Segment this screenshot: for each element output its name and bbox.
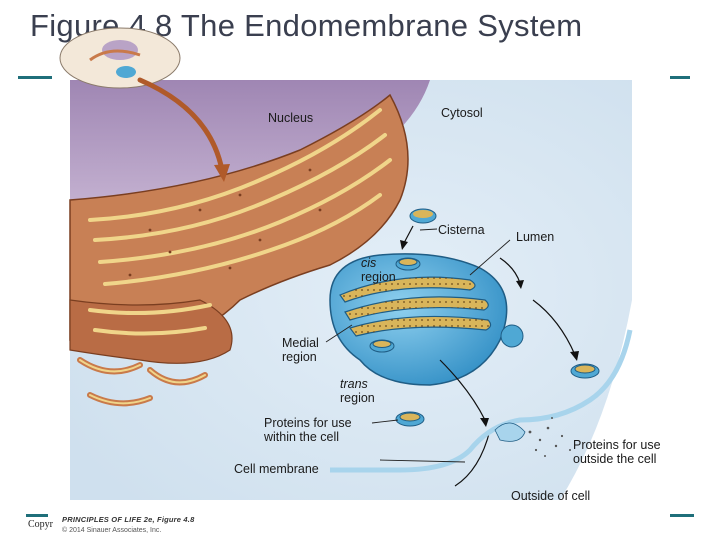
label-cytosol: Cytosol <box>441 106 483 120</box>
label-cis-region: cis region <box>361 256 396 284</box>
label-proteins-within: Proteins for use within the cell <box>264 416 352 444</box>
label-medial-region: Medial region <box>282 336 319 364</box>
label-trans: trans <box>340 377 368 391</box>
golgi-apparatus <box>329 253 524 386</box>
golgi-vesicles <box>369 257 600 427</box>
cell-inset <box>59 27 181 89</box>
label-trans-region: trans region <box>340 377 375 405</box>
inset-pointer-arrow <box>137 77 225 173</box>
label-lumen: Lumen <box>516 230 555 244</box>
cell-membrane <box>330 329 633 473</box>
label-nucleus: Nucleus <box>268 111 314 125</box>
label-outside-of-cell: Outside of cell <box>511 489 591 503</box>
label-proteins-within-line1: Proteins for use <box>264 416 352 430</box>
divider-bottom-right <box>670 514 694 517</box>
label-proteins-outside-line1: Proteins for use <box>573 438 661 452</box>
label-trans-region-word: region <box>340 391 375 405</box>
label-medial-region-word: region <box>282 350 317 364</box>
er-vesicle <box>409 208 437 224</box>
label-medial: Medial <box>282 336 319 350</box>
label-proteins-outside-line2: outside the cell <box>573 452 657 466</box>
divider-bottom-left <box>26 514 48 517</box>
label-cell-membrane: Cell membrane <box>234 462 319 476</box>
label-proteins-within-line2: within the cell <box>264 430 340 444</box>
divider-right <box>670 76 690 79</box>
label-proteins-outside: Proteins for use outside the cell <box>573 438 661 466</box>
divider-left <box>18 76 52 79</box>
label-cis-region-word: region <box>361 270 396 284</box>
label-cis: cis <box>361 256 377 270</box>
nucleus-region <box>70 80 430 220</box>
label-cisterna: Cisterna <box>438 223 485 237</box>
copyright-text: Copyr <box>28 519 53 530</box>
publisher-credit: © 2014 Sinauer Associates, Inc. <box>62 527 162 534</box>
figure-credit: PRINCIPLES OF LIFE 2e, Figure 4.8 <box>62 515 195 524</box>
